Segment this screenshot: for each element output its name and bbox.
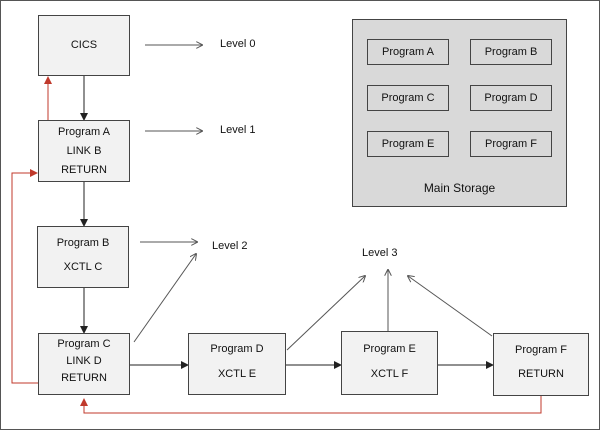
program-b-line-xctl-c: XCTL C — [63, 261, 103, 273]
program-f-to-level3-arrow — [408, 276, 493, 337]
level0-label: Level 0 — [220, 38, 256, 50]
program-a-title: Program A — [58, 126, 110, 138]
program-d-to-level3-arrow — [286, 276, 365, 351]
program-c-box: Program C LINK D RETURN — [38, 333, 130, 395]
program-a-box: Program A LINK B RETURN — [38, 120, 130, 182]
program-c-to-level2-arrow — [133, 254, 196, 343]
program-f-title: Program F — [515, 344, 567, 356]
storage-slot-program-c: Program C — [367, 85, 449, 111]
program-f-line-return: RETURN — [518, 368, 564, 380]
program-c-title: Program C — [57, 338, 111, 350]
program-c-line-link-d: LINK D — [66, 355, 102, 367]
storage-slot-program-b: Program B — [470, 39, 552, 65]
program-b-title: Program B — [56, 237, 110, 249]
level3-label: Level 3 — [362, 247, 398, 259]
program-d-title: Program D — [210, 343, 264, 355]
main-storage-title: Main Storage — [423, 181, 496, 195]
program-e-line-xctl-f: XCTL F — [370, 368, 409, 380]
program-a-line-return: RETURN — [61, 164, 107, 176]
storage-slot-program-d: Program D — [470, 85, 552, 111]
level2-label: Level 2 — [212, 240, 248, 252]
program-e-title: Program E — [363, 343, 416, 355]
storage-slot-program-e: Program E — [367, 131, 449, 157]
storage-slot-program-f: Program F — [470, 131, 552, 157]
program-d-box: Program D XCTL E — [188, 333, 286, 395]
cics-box: CICS — [38, 15, 130, 76]
program-e-box: Program E XCTL F — [341, 331, 438, 395]
main-storage-panel: Program A Program B Program C Program D … — [352, 19, 567, 207]
program-f-box: Program F RETURN — [493, 333, 589, 396]
program-d-line-xctl-e: XCTL E — [217, 368, 257, 380]
program-a-line-link-b: LINK B — [66, 145, 102, 157]
program-c-line-return: RETURN — [61, 372, 107, 384]
level1-label: Level 1 — [220, 124, 256, 136]
cics-title: CICS — [70, 39, 98, 51]
program-c-return-to-program-a-arrow — [11, 169, 38, 384]
storage-slot-program-a: Program A — [367, 39, 449, 65]
program-b-box: Program B XCTL C — [37, 226, 129, 288]
program-f-return-to-program-c-arrow — [80, 396, 542, 414]
